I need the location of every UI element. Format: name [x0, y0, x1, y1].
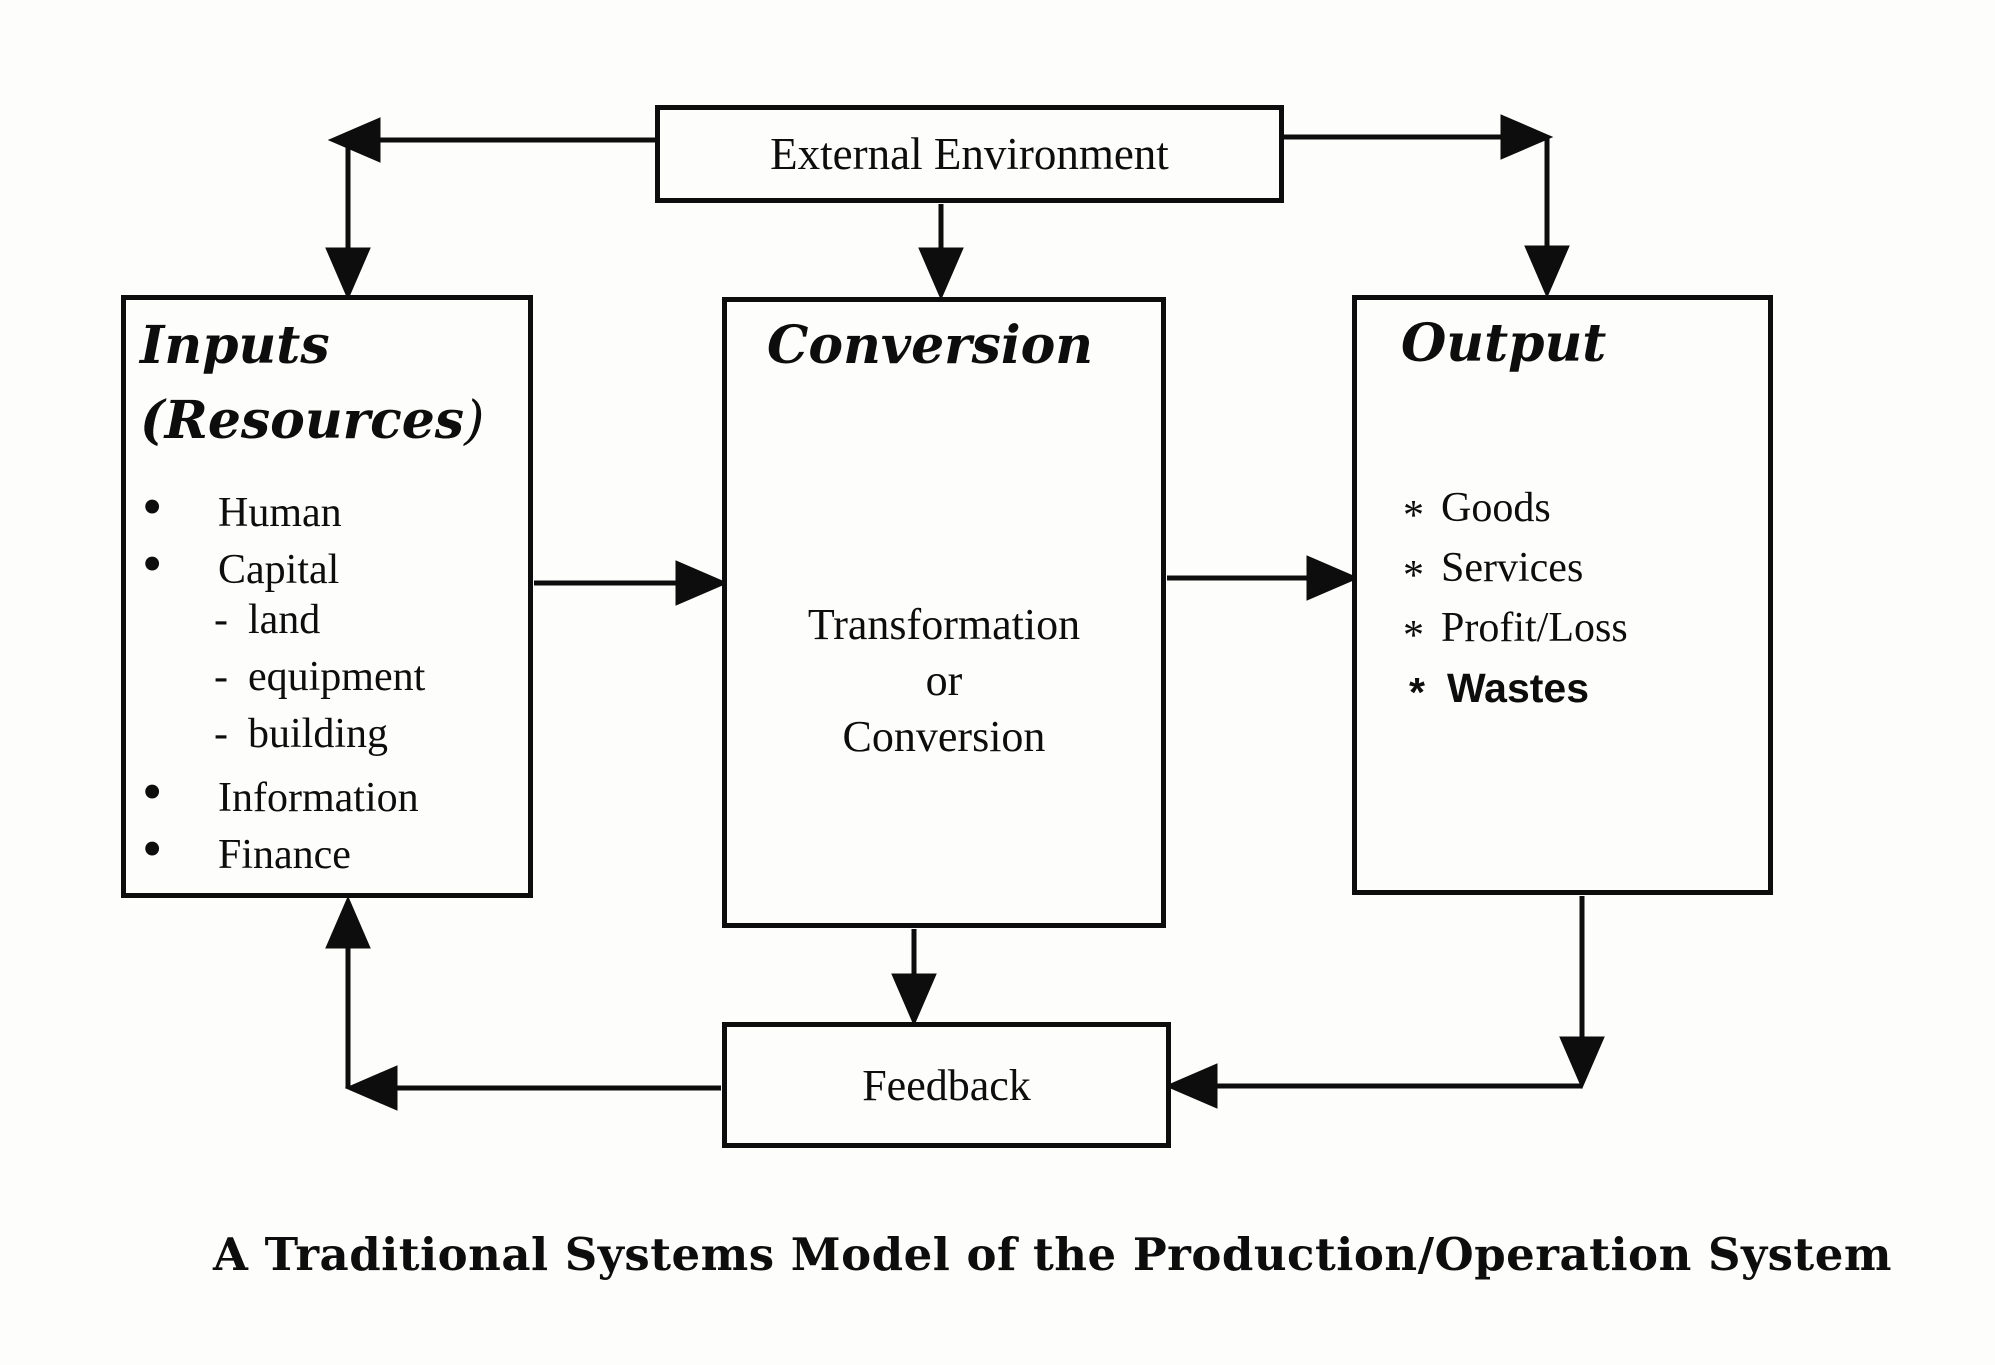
list-item: • Human [126, 474, 528, 539]
arrowhead-ee-left [327, 117, 381, 163]
arrowhead-into-inputs-top [325, 247, 371, 301]
inputs-box: Inputs (Resources) • Human • Capital - l… [121, 295, 533, 898]
list-item-label: building [248, 711, 389, 757]
inputs-title-line2: (Resources) [140, 390, 485, 452]
output-title: Output [1401, 313, 1607, 374]
bullet-icon: • [142, 816, 163, 881]
list-item-label: Services [1441, 545, 1584, 591]
arrowhead-into-feedback-right [1164, 1063, 1218, 1109]
list-item-label: Profit/Loss [1441, 605, 1628, 651]
external-environment-box: External Environment [655, 105, 1284, 203]
list-item: * Goods [1357, 478, 1768, 539]
arrowhead-ee-right [1500, 114, 1554, 160]
conversion-box: Conversion Transformation or Conversion [722, 297, 1166, 928]
conversion-body-line: Transformation [807, 600, 1081, 649]
list-item: - equipment [126, 649, 528, 706]
bullet-icon: • [142, 531, 163, 596]
list-item: * Profit/Loss [1357, 598, 1768, 659]
bullet-icon: • [142, 474, 163, 539]
asterisk-icon: * [1403, 553, 1424, 599]
bullet-icon: • [142, 759, 163, 824]
feedback-box: Feedback [722, 1022, 1171, 1148]
arrowhead-into-output-left [1306, 555, 1360, 601]
list-item: • Capital [126, 531, 528, 596]
inputs-title-close-paren: ) [464, 391, 485, 452]
list-item-label: equipment [248, 654, 426, 700]
arrowhead-into-conversion-top [918, 247, 964, 301]
list-item: * Wastes [1357, 658, 1768, 718]
arrowhead-feedback-left [344, 1065, 398, 1111]
arrowhead-into-inputs-bottom [325, 895, 371, 949]
feedback-label: Feedback [862, 1060, 1031, 1110]
dash-icon: - [214, 597, 228, 643]
output-box: Output * Goods * Services * Profit/Loss … [1352, 295, 1773, 895]
arrowhead-into-output-top [1524, 245, 1570, 299]
asterisk-icon: * [1409, 669, 1425, 715]
conversion-body-line: Conversion [842, 712, 1046, 761]
conversion-title: Conversion [767, 315, 1094, 376]
list-item-label: Information [218, 775, 419, 821]
diagram-caption: A Traditional Systems Model of the Produ… [213, 1228, 1892, 1281]
external-environment-label: External Environment [770, 129, 1169, 179]
inputs-list: • Human • Capital - land - equipment - b… [126, 474, 528, 881]
list-item-label: Finance [218, 832, 351, 878]
dash-icon: - [214, 654, 228, 700]
arrowhead-into-feedback-top [891, 973, 937, 1027]
list-item-label: Capital [218, 547, 340, 593]
list-item: * Services [1357, 538, 1768, 599]
asterisk-icon: * [1403, 493, 1424, 539]
asterisk-icon: * [1403, 613, 1424, 659]
conversion-body: Transformation or Conversion [727, 597, 1161, 765]
list-item-label: Wastes [1447, 665, 1590, 711]
list-item: - building [126, 706, 528, 763]
conversion-body-line: or [925, 656, 963, 705]
list-item-label: Human [218, 490, 342, 536]
inputs-title: Inputs (Resources) [126, 300, 528, 460]
list-item: • Finance [126, 816, 528, 881]
inputs-title-line1: Inputs [140, 315, 330, 376]
arrowhead-output-corner-down [1559, 1036, 1605, 1090]
arrowhead-into-conversion-left [675, 560, 729, 606]
list-item: - land [126, 592, 528, 649]
dash-icon: - [214, 711, 228, 757]
list-item: • Information [126, 759, 528, 824]
list-item-label: Goods [1441, 485, 1551, 531]
list-item-label: land [248, 597, 321, 643]
output-list: * Goods * Services * Profit/Loss * Waste… [1357, 478, 1768, 718]
